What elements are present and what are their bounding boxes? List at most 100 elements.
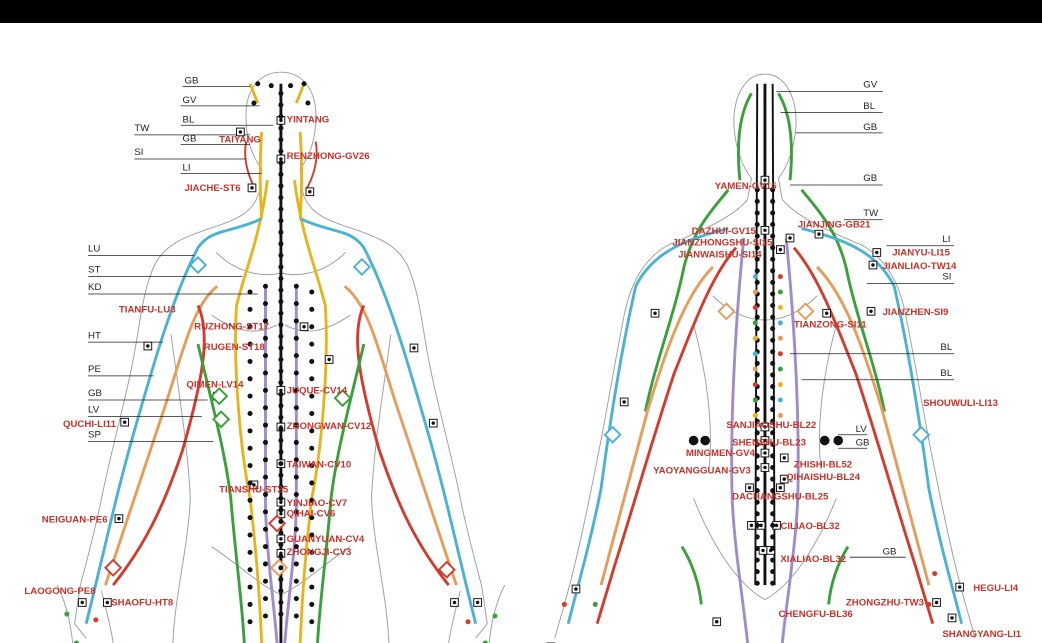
label-front-gb-1: GB: [184, 76, 198, 87]
meridian-point-dot: [278, 322, 283, 327]
meridian-point-dot: [309, 342, 314, 347]
meridian-point-dot: [278, 565, 283, 570]
meridian-point-dot: [770, 257, 775, 262]
meridian-point-dot: [770, 303, 775, 308]
point-zhishi: ZHISHI-BL52: [794, 460, 852, 471]
meridian-point-dot: [294, 284, 299, 289]
point-jianzhen: JIANZHEN-SI9: [883, 307, 949, 318]
meridian-point-dot: [770, 338, 775, 343]
acupoint-marker-dot: [239, 130, 242, 133]
meridian-point-dot: [309, 567, 314, 572]
meridian-point-dot: [294, 353, 299, 358]
meridian-point-dot: [278, 160, 283, 165]
meridian-point-dot: [305, 101, 310, 106]
meridian-point-dot: [278, 473, 283, 478]
meridian-point-dot: [294, 440, 299, 445]
meridian-point-dot: [263, 527, 268, 532]
point-chengfu: CHENGFU-BL36: [778, 609, 852, 620]
meridian-point-dot: [309, 359, 314, 364]
meridian-point-dot: [770, 361, 775, 366]
meridian-point-dot: [248, 550, 253, 555]
meridian-point-dot: [755, 326, 760, 331]
acupoint-marker-dot: [302, 325, 305, 328]
meridian-point-dot: [248, 567, 253, 572]
meridian-point-dot: [294, 561, 299, 566]
meridian-point-dot: [278, 415, 283, 420]
acupoint-marker-dot: [117, 517, 120, 520]
meridian-point-dot: [294, 336, 299, 341]
meridian-point-dot: [753, 351, 758, 356]
meridian-point-dot: [770, 569, 775, 574]
label-back-gv: GV: [863, 80, 877, 91]
acupoint-marker-dot: [715, 620, 718, 623]
label-back-lv: LV: [856, 424, 868, 435]
acupoint-marker-dot: [432, 421, 435, 424]
meridian-point-dot: [770, 581, 775, 586]
meridian-point-dot: [263, 509, 268, 514]
point-dazhui: DAZHUI-GV15: [692, 226, 757, 237]
acupoint-marker-dot: [279, 389, 282, 392]
point-jianyu: JIANYU-LI15: [892, 247, 950, 258]
acupoint-marker-dot: [763, 466, 766, 469]
meridian-point-dot: [770, 326, 775, 331]
meridian-point-dot: [269, 83, 274, 88]
acupoint-marker-dot: [146, 344, 149, 347]
meridian-point-dot: [278, 519, 283, 524]
acupoint-marker-dot: [775, 524, 778, 527]
meridian-point-dot: [64, 612, 69, 617]
acupoint-marker-dot: [453, 601, 456, 604]
acupoint-marker-dot: [308, 190, 311, 193]
meridian-point-dot: [755, 511, 760, 516]
meridian-point-dot: [278, 554, 283, 559]
meridian-point-dot: [753, 274, 758, 279]
meridian-point-dot: [294, 405, 299, 410]
meridian-point-dot: [562, 602, 567, 607]
acupoint-marker-dot: [779, 248, 782, 251]
back-bl-inner-left: [755, 84, 757, 585]
point-xialiao: XIALIAO-BL32: [780, 554, 846, 565]
meridian-point-dot: [263, 405, 268, 410]
point-shangyang: SHANGYANG-LI1: [942, 629, 1021, 640]
label-back-li: LI: [942, 234, 950, 245]
acupoint-marker-dot: [750, 524, 753, 527]
meridian-point-dot: [248, 446, 253, 451]
meridian-point-dot: [309, 585, 314, 590]
meridian-point-dot: [753, 290, 758, 295]
acupoint-marker-dot: [748, 486, 751, 489]
meridian-point-dot: [278, 577, 283, 582]
meridian-point-dot: [755, 210, 760, 215]
label-front-si: SI: [134, 147, 143, 158]
label-front-gb-3: GB: [88, 388, 102, 399]
meridian-point-dot: [278, 496, 283, 501]
meridian-point-dot: [278, 369, 283, 374]
acupoint-marker-dot: [779, 486, 782, 489]
meridian-point-dot: [251, 101, 256, 106]
point-guanyuan: GUANYUAN-CV4: [287, 534, 365, 545]
label-front-bl: BL: [183, 114, 195, 125]
meridian-point-dot: [263, 301, 268, 306]
meridian-point-dot: [278, 207, 283, 212]
acupoint-marker-dot: [782, 456, 785, 459]
label-back-si: SI: [942, 271, 951, 282]
point-yaoyangguan: YAOYANGGUAN-GV3: [653, 465, 751, 476]
meridian-point-dot: [278, 438, 283, 443]
meridian-point-dot: [294, 301, 299, 306]
meridian-point-dot: [278, 299, 283, 304]
meridian-point-dot: [294, 596, 299, 601]
back-gb-head-right: [778, 93, 791, 180]
point-jianjing: JIANJING-GB21: [798, 219, 871, 230]
point-laogong: LAOGONG-PE8: [24, 586, 96, 597]
meridian-point-dot: [278, 230, 283, 235]
meridian-point-dot: [278, 288, 283, 293]
meridian-point-dot: [278, 403, 283, 408]
label-front-ht: HT: [88, 330, 101, 341]
label-back-gb-2: GB: [863, 173, 877, 184]
point-quchi: QUCHI-LI11: [63, 419, 117, 430]
meridian-point-dot: [770, 430, 775, 435]
meridian-point-dot: [288, 83, 293, 88]
meridian-point-dot: [248, 376, 253, 381]
acupoint-marker-dot: [279, 157, 282, 160]
meridian-point-dot: [278, 276, 283, 281]
meridian-point-dot: [278, 612, 283, 617]
meridian-point-dot: [248, 394, 253, 399]
